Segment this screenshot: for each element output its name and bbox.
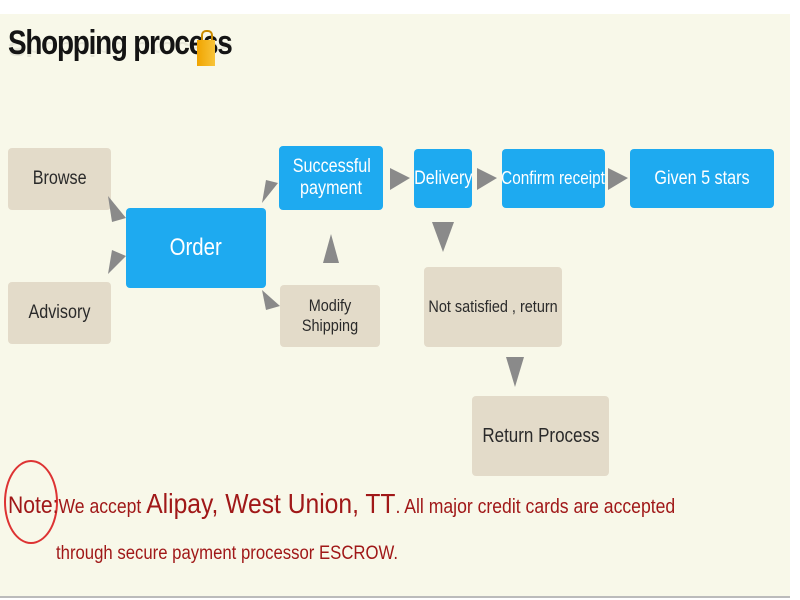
node-not-satisfied-label: Not satisfied , return bbox=[428, 297, 558, 317]
node-return-process-label: Return Process bbox=[481, 424, 600, 447]
title-block: Shopping process Shopping process bbox=[8, 24, 281, 63]
node-browse: Browse bbox=[8, 148, 111, 210]
node-successful-payment: Successful payment bbox=[279, 146, 383, 210]
node-delivery-label: Delivery bbox=[413, 167, 473, 189]
node-modify-shipping-label: Modify Shipping bbox=[301, 296, 359, 335]
note-prefix: We accept bbox=[58, 496, 142, 518]
note-line-2-text: through secure payment processor ESCROW. bbox=[56, 543, 398, 564]
node-given-5-stars-label: Given 5 stars bbox=[654, 167, 750, 189]
node-advisory-label: Advisory bbox=[28, 302, 91, 324]
node-given-5-stars: Given 5 stars bbox=[630, 149, 774, 208]
node-not-satisfied: Not satisfied , return bbox=[424, 267, 562, 347]
note-line-1: Note:We accept Alipay, West Union, TT. A… bbox=[8, 488, 766, 520]
note-highlight-circle bbox=[4, 460, 58, 544]
bottom-divider bbox=[0, 596, 790, 598]
node-order: Order bbox=[126, 208, 266, 288]
node-confirm-receipt: Confirm receipt bbox=[502, 149, 605, 208]
node-return-process: Return Process bbox=[472, 396, 609, 476]
node-successful-payment-label: Successful payment bbox=[292, 156, 371, 199]
shopping-bag-handle bbox=[201, 30, 213, 43]
node-delivery: Delivery bbox=[414, 149, 472, 208]
node-browse-label: Browse bbox=[32, 168, 87, 190]
note-label: Note: bbox=[8, 492, 59, 519]
note-payment-methods: Alipay, West Union, TT bbox=[146, 488, 396, 519]
note-suffix: . All major credit cards are accepted bbox=[395, 496, 676, 518]
node-confirm-receipt-label: Confirm receipt bbox=[501, 168, 606, 189]
diagram-canvas bbox=[0, 14, 790, 598]
page-title: Shopping process bbox=[8, 24, 233, 62]
shopping-bag-icon bbox=[197, 40, 215, 66]
node-advisory: Advisory bbox=[8, 282, 111, 344]
node-order-label: Order bbox=[169, 234, 223, 262]
note-line-2: through secure payment processor ESCROW. bbox=[56, 543, 445, 565]
node-modify-shipping: Modify Shipping bbox=[280, 285, 380, 347]
